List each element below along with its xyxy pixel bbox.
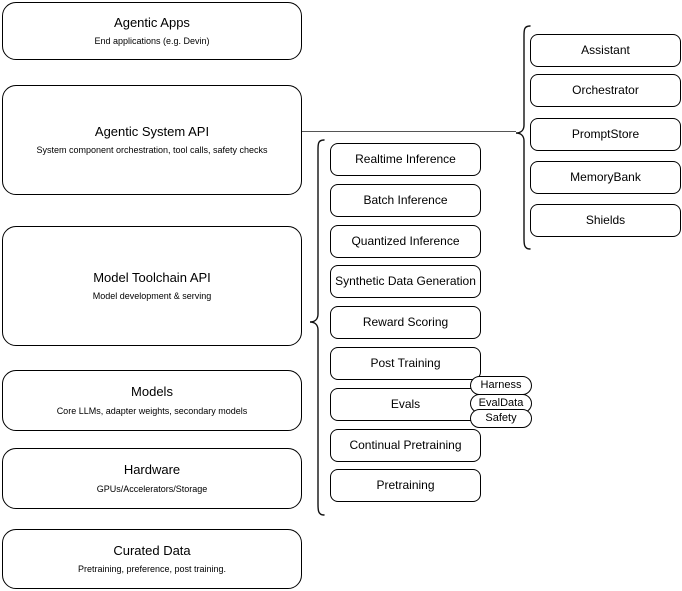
chip-label: Quantized Inference [351, 234, 460, 248]
chip-label: Shields [585, 213, 626, 227]
layer-subtitle: End applications (e.g. Devin) [94, 36, 210, 46]
toolchain-post-training[interactable]: Post Training [330, 347, 481, 380]
chip-label: Orchestrator [572, 83, 639, 97]
layer-title: Agentic System API [94, 123, 210, 139]
layer-subtitle: Model development & serving [92, 291, 212, 301]
layer-agentic-system-api[interactable]: Agentic System API System component orch… [2, 85, 302, 195]
pill-label: Safety [485, 412, 517, 424]
system-component-promptstore[interactable]: PromptStore [530, 118, 681, 151]
toolchain-reward-scoring[interactable]: Reward Scoring [330, 306, 481, 339]
eval-pill-safety[interactable]: Safety [470, 409, 532, 428]
pill-label: EvalData [478, 397, 524, 409]
toolchain-realtime-inference[interactable]: Realtime Inference [330, 143, 481, 176]
chip-label: Realtime Inference [355, 152, 456, 166]
toolchain-batch-inference[interactable]: Batch Inference [330, 184, 481, 217]
layer-subtitle: Core LLMs, adapter weights, secondary mo… [56, 405, 248, 416]
system-component-orchestrator[interactable]: Orchestrator [530, 74, 681, 107]
eval-pill-evaldata[interactable]: EvalData [470, 394, 532, 413]
chip-label: Batch Inference [363, 193, 448, 207]
layer-title: Curated Data [113, 542, 191, 558]
chip-label: Post Training [370, 356, 441, 370]
chip-label: Continual Pretraining [349, 438, 462, 452]
layer-hardware[interactable]: Hardware GPUs/Accelerators/Storage [2, 448, 302, 509]
connector-system-api-to-components [302, 131, 516, 132]
system-component-shields[interactable]: Shields [530, 204, 681, 237]
system-component-assistant[interactable]: Assistant [530, 34, 681, 67]
layer-agentic-apps[interactable]: Agentic Apps End applications (e.g. Devi… [2, 2, 302, 60]
toolchain-continual-pretraining[interactable]: Continual Pretraining [330, 429, 481, 462]
layer-subtitle: GPUs/Accelerators/Storage [96, 483, 208, 494]
layer-title: Model Toolchain API [93, 269, 211, 285]
pill-label: Harness [480, 379, 522, 391]
layer-title: Hardware [123, 462, 181, 478]
toolchain-synthetic-data-generation[interactable]: Synthetic Data Generation [330, 265, 481, 298]
eval-pill-harness[interactable]: Harness [470, 376, 532, 395]
chip-label: Evals [390, 397, 421, 411]
chip-label: MemoryBank [570, 170, 641, 184]
brace-system-components-group [514, 24, 532, 252]
toolchain-pretraining[interactable]: Pretraining [330, 469, 481, 502]
layer-model-toolchain-api[interactable]: Model Toolchain API Model development & … [2, 226, 302, 346]
chip-label: Synthetic Data Generation [335, 274, 476, 288]
layer-curated-data[interactable]: Curated Data Pretraining, preference, po… [2, 529, 302, 589]
system-component-memorybank[interactable]: MemoryBank [530, 161, 681, 194]
chip-label: Reward Scoring [362, 315, 449, 329]
layer-title: Models [131, 384, 173, 400]
layer-subtitle: Pretraining, preference, post training. [77, 564, 227, 574]
brace-model-toolchain-group [308, 138, 326, 518]
chip-label: Assistant [581, 43, 630, 57]
layer-subtitle: System component orchestration, tool cal… [36, 145, 268, 155]
toolchain-quantized-inference[interactable]: Quantized Inference [330, 225, 481, 258]
layer-models[interactable]: Models Core LLMs, adapter weights, secon… [2, 370, 302, 431]
chip-label: Pretraining [376, 478, 435, 492]
toolchain-evals[interactable]: Evals [330, 388, 481, 421]
layer-title: Agentic Apps [114, 14, 190, 30]
chip-label: PromptStore [571, 127, 640, 141]
